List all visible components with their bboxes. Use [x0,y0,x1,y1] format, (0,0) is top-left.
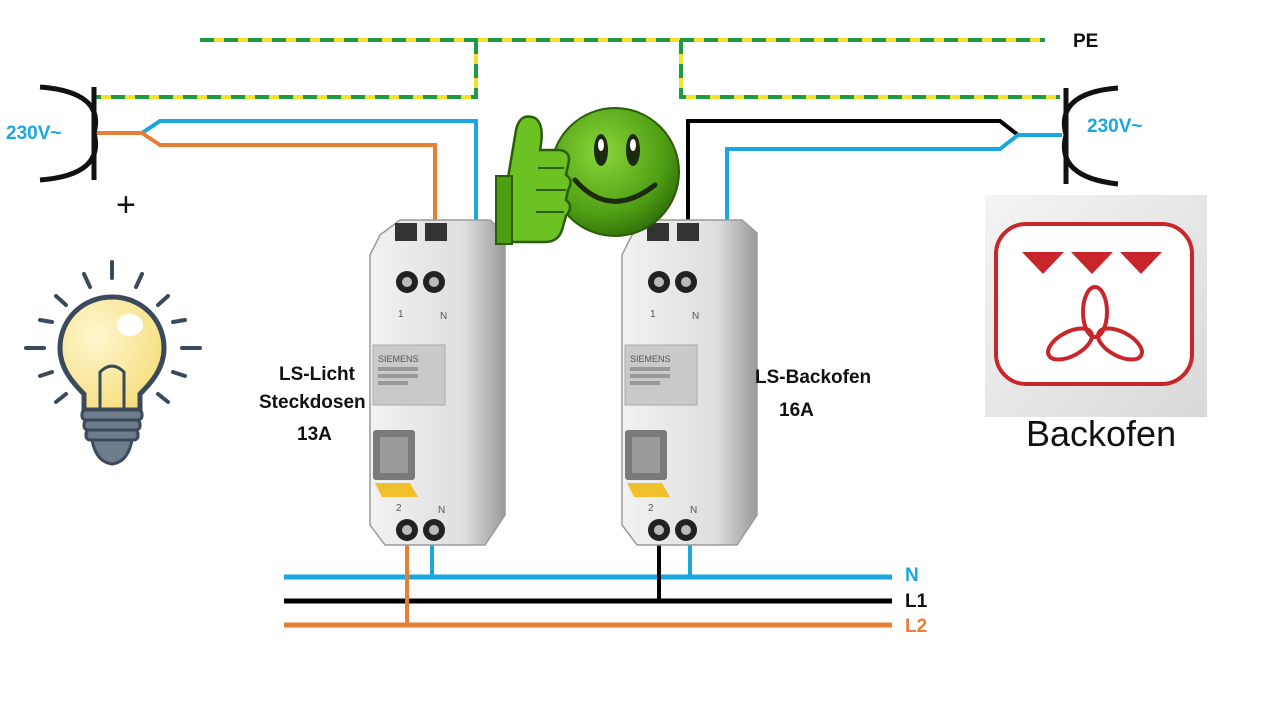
right-feed-wires [686,119,1062,240]
breaker1-label-line2: Steckdosen [259,392,366,413]
right-voltage-label: 230V~ [1087,116,1142,137]
breaker2-label-line1: LS-Backofen [755,367,871,388]
left-feed-wires [94,119,478,240]
pe-wiring [92,38,1060,99]
bus-bars: N L1 L2 [284,565,928,637]
breaker2-label-line2: 16A [779,400,814,421]
breaker-brand: SIEMENS [378,354,419,364]
plus-sign: + [116,186,136,224]
bottom-terminal-n: N [690,505,697,516]
top-terminal-1: 1 [398,309,404,320]
left-l2-wire [94,131,437,240]
right-neutral-wire [725,133,1062,240]
top-terminal-n: N [440,311,447,322]
top-terminal-n: N [692,311,699,322]
right-socket-outlet-icon: 230V~ [1062,85,1142,187]
oven-caption: Backofen [1026,413,1176,454]
breaker2-label: LS-Backofen 16A [755,367,871,421]
breaker1-label-line3: 13A [297,424,332,445]
l1-label: L1 [905,591,928,612]
breaker1-label: LS-Licht Steckdosen 13A [259,364,366,445]
breaker1-label-line1: LS-Licht [279,364,356,385]
breaker-brand: SIEMENS [630,354,671,364]
top-terminal-1: 1 [650,309,656,320]
thumbs-up-smiley-icon [495,107,680,245]
pe-label: PE [1073,31,1098,52]
oven-icon [985,195,1207,417]
breaker-backofen: 1 N SIEMENS 2 N [621,219,758,546]
lightbulb-icon [24,260,202,466]
breaker-licht-steckdosen: 1 N SIEMENS 2 N [369,219,506,546]
left-voltage-label: 230V~ [6,123,61,144]
left-socket-outlet-icon: 230V~ + [6,84,136,224]
bottom-terminal-2: 2 [648,503,654,514]
pe-right-branch [679,40,1060,99]
pe-left-branch [92,40,478,99]
l2-label: L2 [905,616,927,637]
bottom-terminal-2: 2 [396,503,402,514]
n-label: N [905,565,919,586]
bottom-terminal-n: N [438,505,445,516]
